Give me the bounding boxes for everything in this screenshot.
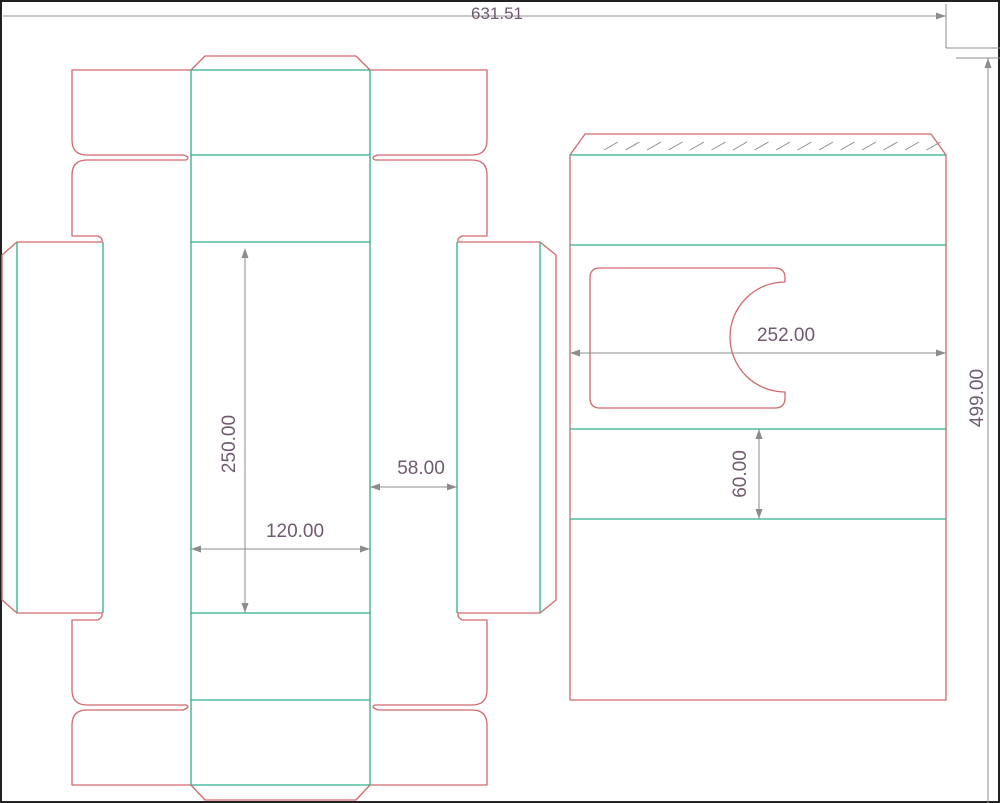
box-dieline: 250.00 120.00 58.00 [1, 55, 557, 801]
box-fold-lines [16, 69, 541, 786]
glue-hatch-mark [840, 141, 855, 151]
glue-hatch-mark [775, 141, 791, 151]
glue-hatch-mark [818, 141, 834, 151]
dimension-label-box-width: 120.00 [266, 521, 324, 542]
glue-hatch-mark [646, 141, 662, 151]
dimension-label-sleeve-band: 60.00 [730, 450, 751, 498]
dimension-sleeve-width: 252.00 [570, 325, 946, 357]
glue-hatch-mark [603, 141, 619, 151]
sleeve-fold-lines [570, 154, 946, 520]
dimension-overall-width: 631.51 [3, 4, 1000, 49]
glue-hatch-mark [668, 141, 683, 151]
glue-hatch-mark [861, 141, 877, 151]
glue-hatch-mark [904, 141, 920, 151]
sleeve-dieline: 252.00 60.00 [569, 133, 947, 701]
box-cut-outline [1, 55, 557, 801]
dimension-arrow [360, 545, 370, 553]
dimension-arrow [755, 509, 763, 519]
dimension-arrow [191, 545, 201, 553]
glue-hatch-mark [926, 141, 941, 151]
dimension-box-depth: 58.00 [370, 458, 457, 491]
dimension-box-width: 120.00 [191, 521, 370, 553]
dimension-arrow [241, 603, 249, 613]
dimension-label-overall-height: 499.00 [967, 369, 988, 427]
dimension-arrow [936, 349, 946, 357]
dimension-arrow [570, 349, 580, 357]
window-cutout [589, 267, 786, 409]
dimension-label-box-length: 250.00 [219, 415, 240, 473]
dimension-arrow [370, 483, 380, 491]
glue-hatch-mark [754, 141, 769, 151]
glue-strip-hatching [603, 141, 941, 151]
dimension-arrow [241, 248, 249, 258]
dimension-arrow [447, 483, 457, 491]
dimension-sleeve-band: 60.00 [730, 429, 763, 519]
glue-hatch-mark [625, 141, 640, 151]
glue-hatch-mark [883, 141, 898, 151]
dimension-box-length: 250.00 [219, 248, 249, 613]
dimension-label-overall-width: 631.51 [471, 4, 523, 23]
glue-hatch-mark [732, 141, 748, 151]
dimension-arrow [755, 429, 763, 439]
glue-hatch-mark [711, 141, 726, 151]
dimension-arrow [984, 58, 992, 68]
dimension-label-sleeve-width: 252.00 [757, 325, 815, 346]
glue-hatch-mark [689, 141, 705, 151]
dimension-overall-height: 499.00 [956, 57, 1000, 803]
dimension-arrow [936, 12, 946, 20]
glue-hatch-mark [797, 141, 812, 151]
dimension-label-box-depth: 58.00 [397, 458, 445, 479]
sleeve-cut-outline [569, 133, 947, 701]
